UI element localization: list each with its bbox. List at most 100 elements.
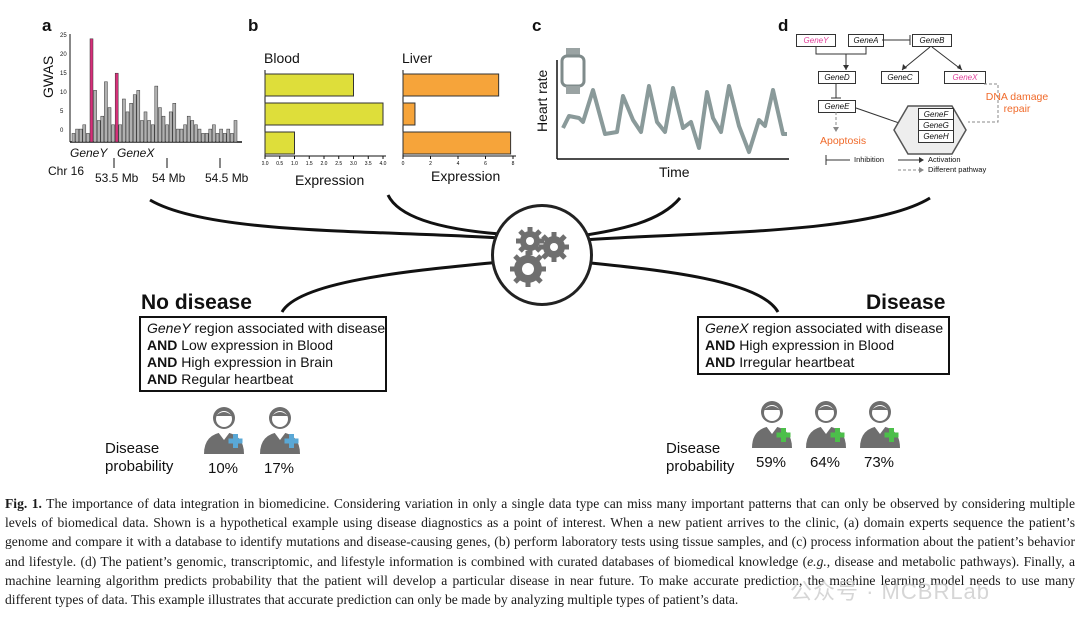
patient-icon: [258, 404, 306, 463]
tick-label: 1.0: [291, 161, 298, 166]
gwas-bar: [215, 133, 220, 143]
expression-bar: [402, 73, 500, 97]
no-disease-gene: GeneY: [147, 320, 191, 336]
panel-d-label: d: [778, 16, 789, 35]
and-keyword: AND: [147, 371, 178, 387]
prob-label-line2: probability: [666, 458, 735, 475]
figure-caption: Fig. 1. The importance of data integrati…: [5, 494, 1075, 609]
tick-label: 2.5: [335, 161, 342, 166]
gwas-bar: [226, 128, 231, 143]
gwas-bar: [165, 124, 169, 143]
disease-line1: region associated with disease: [748, 320, 944, 336]
gwas-bar: [140, 120, 144, 143]
gwas-bar: [230, 133, 234, 143]
person-icon: [260, 407, 300, 454]
gwas-bar: [78, 128, 83, 143]
gwas-bar: [154, 85, 159, 143]
plus-badge-icon: [284, 434, 299, 448]
panel-c-label: c: [532, 16, 542, 35]
apoptosis-label: Apoptosis: [820, 135, 867, 147]
no-disease-title: No disease: [141, 291, 252, 314]
prob-label-line1: Disease: [105, 440, 160, 457]
ytick: 20: [60, 52, 67, 58]
gwas-bar: [136, 90, 141, 143]
gwas-bar: [176, 128, 180, 143]
gwas-bar: [107, 107, 112, 143]
ytick: 15: [60, 71, 67, 77]
gene-y-box: GeneY: [796, 34, 836, 47]
gwas-bar: [194, 124, 198, 143]
gene-e-box: GeneE: [818, 100, 856, 113]
tick-label: 2: [429, 161, 432, 166]
gwas-bar: [129, 103, 133, 143]
no-disease-box: GeneY region associated with disease AND…: [139, 316, 387, 392]
gwas-bar: [161, 115, 166, 143]
no-disease-line3: High expression in Brain: [177, 354, 333, 370]
gwas-bar: [118, 124, 123, 143]
person-icon: [204, 407, 244, 454]
gears-icon: [510, 227, 569, 287]
blood-title: Blood: [264, 50, 300, 66]
plus-badge-icon: [884, 428, 899, 442]
tick-label: 4: [457, 161, 460, 166]
ml-gears-circle: [491, 204, 593, 306]
tick-label: 3.5: [365, 161, 372, 166]
plus-badge-icon: [776, 428, 791, 442]
ytick: 5: [60, 109, 64, 115]
gwas-bar: [190, 120, 195, 143]
gwas-bar: [147, 120, 151, 143]
tick-label: 6: [484, 161, 487, 166]
gwas-bar: [150, 124, 155, 143]
person-icon: [806, 401, 846, 448]
prob-label-line1: Disease: [666, 440, 721, 457]
expression-bar: [402, 102, 416, 126]
gwas-bar: [104, 81, 108, 143]
legend-activation: Activation: [928, 155, 961, 164]
disease-line2: High expression in Blood: [735, 337, 895, 353]
ytick: 10: [60, 90, 67, 96]
xtick-54: 54 Mb: [152, 171, 186, 185]
gwas-bar: [93, 90, 97, 143]
gwas-bar: [122, 98, 126, 143]
person-icon: [752, 401, 792, 448]
watermark: 公众号 · MCBRLab: [790, 579, 991, 604]
gwas-bar: [132, 94, 137, 143]
integration-curves: [149, 194, 931, 313]
gwas-bar: [125, 111, 130, 143]
caption-text-2: , disease and metabolic pathways). Final…: [5, 553, 1075, 608]
patient-icon: [804, 398, 852, 457]
gwas-bar: [183, 124, 187, 143]
ytick: 0: [60, 128, 64, 134]
probability-value: 10%: [208, 460, 239, 477]
expression-bar: [402, 131, 512, 155]
and-keyword: AND: [147, 354, 178, 370]
patient-icon: [750, 398, 798, 457]
ytick: 25: [60, 33, 67, 39]
gwas-bar: [111, 124, 115, 143]
legend-different-pathway: Different pathway: [928, 165, 987, 174]
gwas-bar: [168, 111, 173, 143]
tick-label: 0.5: [276, 161, 283, 166]
gwas-bar: [201, 133, 205, 143]
expression-bar: [264, 73, 354, 97]
no-disease-line4: Regular heartbeat: [177, 371, 294, 387]
gwas-bar: [186, 115, 191, 143]
probability-value: 59%: [756, 454, 787, 471]
gene-b-box: GeneB: [912, 34, 952, 47]
patient-icon: [202, 404, 250, 463]
gwas-bar-plot: [69, 34, 242, 143]
gwas-bar: [143, 111, 148, 143]
gwas-bar: [197, 128, 202, 143]
panel-a-tick-marks: [113, 158, 221, 168]
disease-prob-label: Disease probability: [666, 440, 734, 476]
tick-label: 3.0: [350, 161, 357, 166]
expression-bar: [264, 131, 295, 155]
gene-x-box: GeneX: [944, 71, 986, 84]
disease-gene: GeneX: [705, 320, 749, 336]
panel-a-label: a: [42, 16, 52, 35]
blood-xlabel: Expression: [295, 172, 365, 188]
and-keyword: AND: [705, 337, 736, 353]
smartwatch-icon: [560, 48, 586, 94]
tick-label: 4.0: [380, 161, 387, 166]
